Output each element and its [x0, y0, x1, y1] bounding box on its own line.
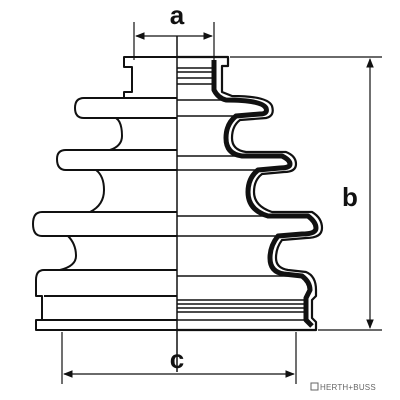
- dimension-b: [230, 56, 382, 331]
- section-outer-wall: [177, 55, 324, 332]
- boot-section-profile: [177, 55, 324, 332]
- top-collar: [32, 56, 177, 331]
- dim-a-label: a: [170, 0, 185, 30]
- dimension-a: [133, 22, 215, 60]
- brand-logo-icon: [310, 382, 319, 391]
- brand-mark: HERTH+BUSS: [310, 382, 376, 392]
- dim-b-label: b: [342, 182, 358, 212]
- dim-c-label: c: [170, 344, 184, 374]
- brand-text: HERTH+BUSS: [320, 383, 376, 392]
- dimension-c: [61, 332, 297, 384]
- boot-outer-profile: [32, 56, 177, 331]
